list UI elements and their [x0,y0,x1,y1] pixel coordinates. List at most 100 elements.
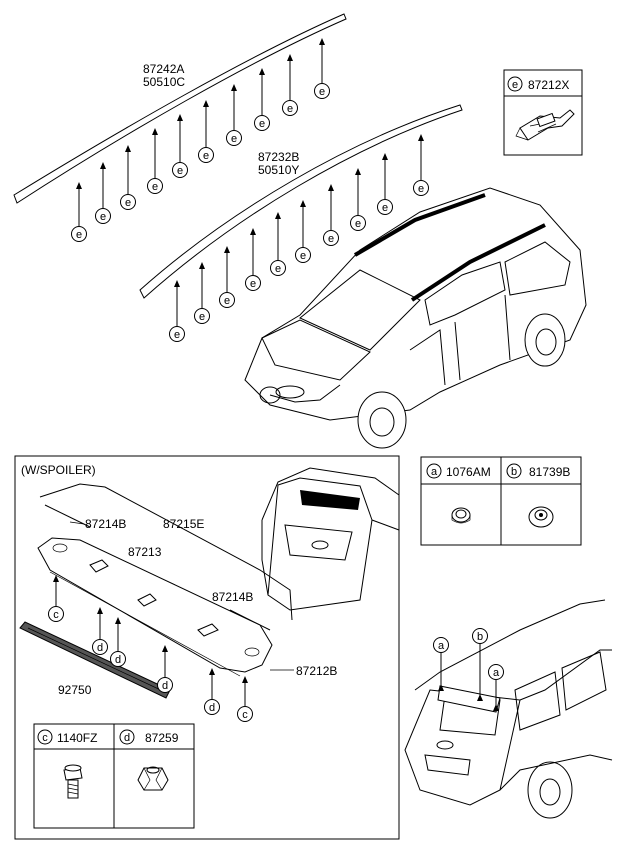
fastener-legend-ab: a 1076AM b 81739B [420,456,582,546]
roof-rack-molding-left-label: 87242A 50510C [143,62,185,89]
part-number-87259: 87259 [145,731,179,745]
bottom-van-fastener-arrows: a b a [433,628,504,711]
part-number-87212X: 87212X [528,78,569,92]
roof-rack-right-clip-arrows: e e e e e e e e e e [169,134,429,342]
part-number-1076AM: 1076AM [446,465,491,479]
callout-e: e [219,246,235,308]
part-number-50510C: 50510C [143,75,185,89]
callout-d: d [204,668,220,715]
part-number-87232B: 87232B [258,150,299,164]
roof-rack-molding-right-label: 87232B 50510Y [258,150,299,177]
roof-rack-molding-left [13,13,347,204]
svg-text:e: e [300,250,306,262]
callout-d: d [92,607,108,655]
svg-text:e: e [100,211,106,223]
svg-text:e: e [174,329,180,341]
callout-e: e [245,228,261,291]
callout-e: e [226,84,242,146]
label-87213: 87213 [128,545,162,559]
spoiler-molding-top [39,483,293,621]
callout-e: e [295,200,311,263]
callout-e: e [323,184,339,246]
callout-e: e [120,145,136,210]
callout-e: e [270,212,286,276]
spoiler-section-title: (W/SPOILER) [21,463,96,477]
clip-icon [515,109,575,141]
van-illustration-top [244,187,587,449]
label-87215E: 87215E [163,517,204,531]
clip-legend-e: e 87212X [503,69,583,156]
svg-text:e: e [224,295,230,307]
callout-letter-c-legend: c [42,732,48,744]
van-rear-view-spoiler [261,467,400,611]
callout-letter-a-legend: a [431,466,438,478]
svg-text:d: d [162,680,168,692]
svg-text:e: e [199,311,205,323]
bolt-icon [63,764,83,799]
callout-e: e [95,162,111,224]
svg-text:b: b [477,631,483,643]
part-number-1140FZ: 1140FZ [57,731,97,745]
fastener-legend-cd: c 1140FZ d 87259 [33,723,195,829]
svg-text:e: e [177,165,183,177]
callout-b: b [472,628,488,701]
svg-text:e: e [275,263,281,275]
callout-a: a [488,664,504,711]
callout-e: e [314,38,330,99]
part-number-50510Y: 50510Y [258,163,299,177]
svg-text:e: e [203,150,209,162]
svg-text:e: e [76,229,82,241]
label-87214B-left: 87214B [85,517,126,531]
grommet-icon [451,507,471,524]
svg-text:a: a [493,667,500,679]
callout-letter-b-legend: b [511,466,517,478]
callout-e: e [350,168,366,231]
callout-a: a [433,637,449,691]
callout-e: e [282,54,298,116]
rear-spoiler [37,537,273,677]
roof-rack-left-clip-arrows: e e e e e e e e e e [71,38,330,242]
van-rear-view-bottom [404,599,613,819]
roof-rack-molding-right [139,104,463,299]
label-87214B-right: 87214B [212,590,253,604]
spoiler-molding-left [44,504,91,528]
svg-text:e: e [231,133,237,145]
svg-text:c: c [53,609,59,621]
svg-text:e: e [319,86,325,98]
svg-text:e: e [355,218,361,230]
callout-d: d [110,617,126,667]
callout-c: c [48,575,64,622]
svg-text:d: d [115,654,121,666]
plug-icon [528,506,554,528]
svg-text:d: d [97,642,103,654]
spoiler-section: (W/SPOILER) [14,455,400,840]
svg-text:e: e [250,278,256,290]
callout-d: d [157,645,173,693]
callout-e: e [198,100,214,163]
svg-text:e: e [328,233,334,245]
callout-e: e [169,280,185,342]
svg-text:e: e [287,103,293,115]
callout-e: e [172,114,188,178]
svg-text:c: c [242,709,248,721]
svg-text:e: e [382,202,388,214]
callout-e: e [194,262,210,324]
svg-text:e: e [125,197,131,209]
callout-letter-d-legend: d [124,732,130,744]
callout-c: c [237,676,253,722]
svg-text:e: e [152,181,158,193]
callout-e: e [377,153,393,215]
label-92750: 92750 [58,683,92,697]
label-87212B: 87212B [296,664,337,678]
callout-letter-e: e [512,79,518,91]
part-number-87242A: 87242A [143,62,184,76]
callout-e: e [71,182,87,242]
svg-text:e: e [259,118,265,130]
svg-text:a: a [438,640,445,652]
part-number-81739B: 81739B [529,465,570,479]
callout-e: e [413,134,429,196]
svg-text:d: d [209,702,215,714]
callout-e: e [147,128,163,194]
